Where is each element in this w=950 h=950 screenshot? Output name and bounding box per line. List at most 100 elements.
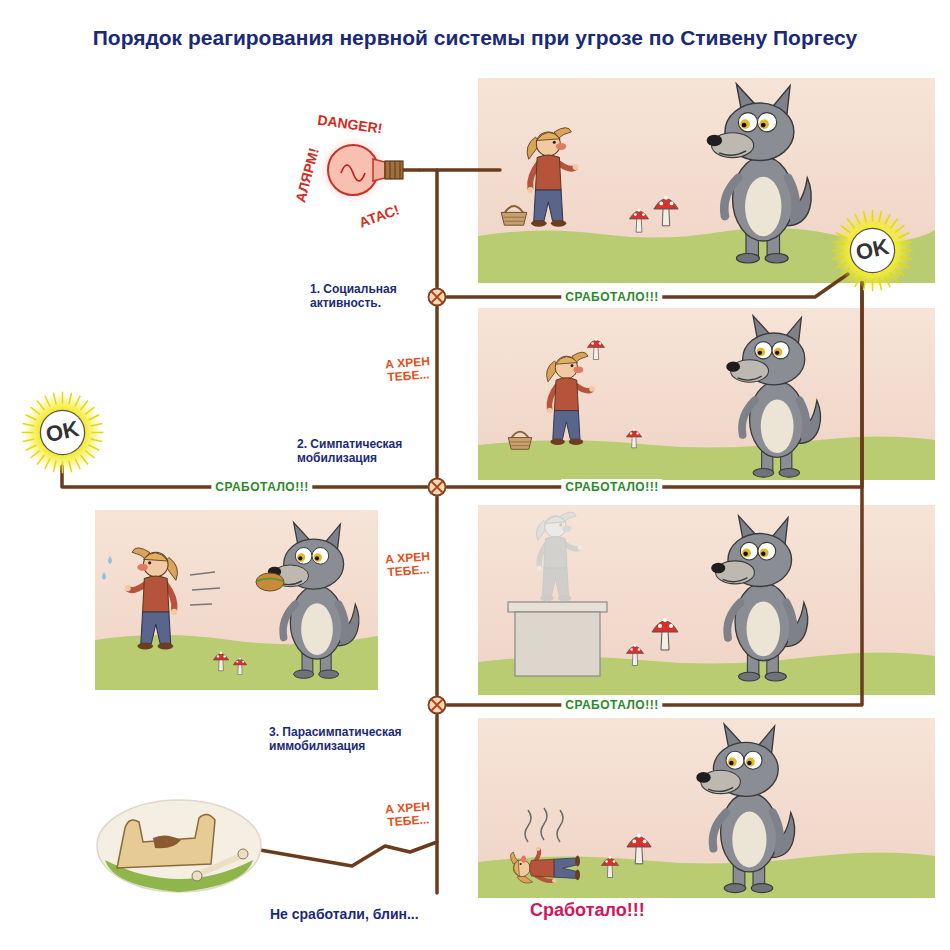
bone-shadow	[153, 835, 181, 848]
sun-ray	[832, 256, 844, 259]
sun-ray	[854, 276, 859, 287]
wire	[437, 168, 500, 172]
sun-ray	[75, 458, 80, 469]
sun-ray	[898, 263, 909, 268]
sun-ray	[53, 392, 56, 404]
pedestal	[515, 612, 600, 676]
sandwich	[256, 573, 284, 591]
long-bone	[199, 856, 241, 874]
basket-figure	[508, 432, 531, 450]
sun-ray	[840, 268, 849, 275]
pelvis-bone	[117, 814, 215, 868]
panel-ground	[95, 510, 378, 690]
boy-figure	[527, 128, 578, 227]
wire-connector	[435, 497, 439, 695]
sun-ray	[871, 279, 873, 291]
ok-sun: OK	[830, 208, 915, 293]
motion-lines	[190, 572, 220, 605]
sun-glow	[23, 393, 101, 471]
fail-label: А ХРЕН ТЕБЕ...	[381, 800, 435, 830]
sun-ray	[863, 210, 866, 222]
sun-ray	[53, 460, 56, 472]
success-label: СРАБОТАЛО!!!	[561, 697, 662, 713]
sun-ray	[885, 276, 890, 287]
running-boy	[125, 548, 178, 650]
sun-ray	[854, 213, 859, 224]
sun-ray	[847, 273, 854, 282]
sun-ray	[75, 395, 80, 406]
sun-glow	[833, 211, 911, 289]
sun-ray	[890, 218, 897, 227]
cartoon-panel	[478, 505, 935, 695]
sun-ray	[22, 423, 34, 426]
mushroom-figure	[629, 209, 648, 232]
sandwich-leaf	[257, 579, 283, 582]
boy-figure	[125, 548, 178, 650]
switch-symbol	[427, 287, 447, 307]
sun-ray	[68, 460, 71, 472]
panel-ground	[478, 308, 935, 480]
mushroom-figure	[213, 652, 229, 671]
sun-core	[40, 410, 84, 454]
cartoon-panel	[478, 308, 935, 480]
reaction-switch: 3. Парасимпатическая иммобилизация	[427, 695, 447, 715]
cartoon-panel	[478, 718, 935, 898]
wolf-figure	[696, 724, 794, 892]
fail-label: А ХРЕН ТЕБЕ...	[381, 550, 435, 580]
connector-group	[62, 170, 862, 866]
sun-ray	[863, 278, 866, 290]
switch-cross	[432, 292, 443, 303]
bones-picture	[95, 798, 263, 894]
wire-connector	[447, 282, 862, 487]
sun-ray	[88, 414, 99, 419]
sun-ray	[871, 209, 873, 221]
sun-ray	[37, 400, 44, 409]
alarm-word: АЛЯРМ!	[292, 146, 322, 204]
bone-knob	[238, 849, 248, 859]
wire-connector	[420, 170, 437, 287]
success-label: СРАБОТАЛО!!!	[211, 479, 312, 495]
sun-ray	[30, 450, 39, 457]
reaction-switch: 1. Социальная активность.	[427, 287, 447, 307]
wolf-figure	[711, 516, 807, 681]
alarm-bulb: АЛЯРМ!DANGER!АТАС!	[295, 115, 420, 225]
sun-ray	[68, 392, 71, 404]
alarm-word: DANGER!	[317, 112, 384, 137]
sun-ray	[25, 445, 36, 450]
sun-ray	[44, 458, 49, 469]
sun-ray	[900, 256, 912, 259]
basket-figure	[501, 206, 527, 225]
bulb-wire	[403, 168, 420, 172]
switch-symbol	[427, 695, 447, 715]
sun-ray	[88, 445, 99, 450]
cartoon-panel	[95, 510, 378, 690]
sun-ray	[898, 232, 909, 237]
alarm-word: АТАС!	[357, 201, 402, 230]
mushroom-figure	[601, 856, 618, 877]
switch-ring	[429, 479, 446, 496]
mushroom-figure	[654, 196, 678, 226]
switch-ring	[429, 289, 446, 306]
sun-ray	[91, 431, 103, 433]
result-caption: Сработало!!!	[530, 900, 645, 921]
sun-ray	[847, 218, 854, 227]
sun-ray	[80, 455, 87, 464]
bulb-glass	[328, 145, 378, 195]
bones-oval: Не сработали, блин...	[95, 798, 263, 894]
cartoon-panel	[478, 78, 935, 283]
wolf-figure	[707, 84, 811, 263]
sun-ray	[37, 455, 44, 464]
sun-ray	[21, 431, 33, 433]
bone-knob	[192, 871, 202, 881]
sun-ray	[61, 461, 63, 473]
sun-ray	[885, 213, 890, 224]
sun-ray	[80, 400, 87, 409]
sun-ray	[840, 225, 849, 232]
sun-ray	[901, 249, 913, 251]
sweat-drop	[102, 556, 112, 580]
ok-sun: OK	[20, 390, 105, 475]
sun-ray	[895, 225, 904, 232]
sun-ray	[30, 407, 39, 414]
pedestal-top	[508, 602, 607, 612]
